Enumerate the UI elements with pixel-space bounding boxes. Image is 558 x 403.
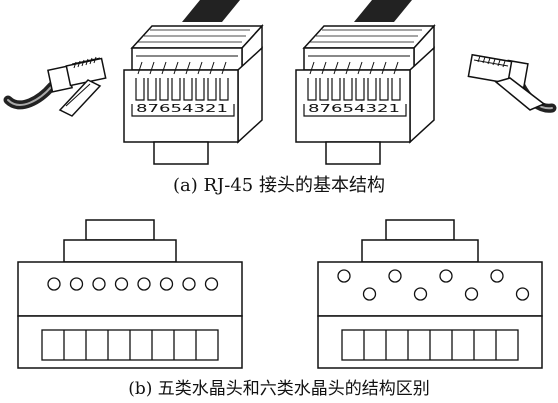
contact-slot [355, 78, 365, 101]
contact-slot [171, 78, 181, 101]
cat6-wire-hole [413, 287, 428, 301]
contact-slot [219, 78, 229, 101]
cat6-circles [337, 269, 530, 301]
contact-slot [379, 78, 389, 101]
plug-1-contact-slots [135, 61, 229, 101]
contact-slot [343, 78, 353, 101]
contact-slot [319, 78, 329, 101]
contact-blade [357, 61, 363, 75]
left-cable-plug [3, 56, 107, 117]
cat5-wire-hole [69, 277, 84, 291]
cat6-plug [317, 219, 543, 369]
contact-blade [209, 61, 215, 75]
contact-blade [197, 61, 203, 75]
cat6-wire-hole [464, 287, 479, 301]
cat5-circles [47, 277, 219, 291]
contact-blade [345, 61, 351, 75]
contact-blade [161, 61, 167, 75]
cat5-wire-hole [182, 277, 196, 291]
cat5-plug [17, 219, 243, 369]
contact-slot [207, 78, 217, 101]
contact-blade [137, 61, 143, 75]
contact-slot [367, 78, 377, 101]
contact-blade [393, 61, 399, 75]
cat5-wire-hole [92, 277, 106, 291]
contact-blade [369, 61, 375, 75]
right-cable-plug [467, 53, 557, 113]
contact-blade [173, 61, 179, 75]
contact-slot [135, 78, 145, 101]
cat6-wire-hole [439, 269, 453, 283]
contact-blade [321, 61, 327, 75]
contact-blade [149, 61, 155, 75]
contact-blade [309, 61, 315, 75]
cat6-wire-hole [388, 269, 402, 283]
cat5-wire-hole [159, 277, 174, 291]
contact-slot [147, 78, 157, 101]
contact-slot [307, 78, 317, 101]
plug-1-pin-numbers: 87654321 [136, 102, 228, 115]
contact-slot [195, 78, 205, 101]
plug-2-pin-numbers: 87654321 [308, 102, 400, 115]
cat6-wire-hole [337, 269, 351, 283]
cat6-wire-hole [362, 287, 377, 301]
contact-slot [183, 78, 193, 101]
contact-blade [333, 61, 339, 75]
large-plug-1: 87654321 [123, 0, 264, 165]
contact-blade [221, 61, 227, 75]
contact-blade [381, 61, 387, 75]
caption-a: (a) RJ-45 接头的基本结构 [173, 175, 385, 196]
contact-blade [185, 61, 191, 75]
contact-slot [391, 78, 401, 101]
cat5-wire-hole [137, 277, 151, 291]
large-plug-2: 87654321 [295, 0, 436, 165]
cat6-contact-slots [341, 329, 519, 361]
cat5-wire-hole [204, 277, 219, 291]
cat6-wire-hole [515, 287, 530, 301]
cat5-wire-hole [114, 277, 129, 291]
caption-b: (b) 五类水晶头和六类水晶头的结构区别 [128, 379, 430, 399]
contact-slot [331, 78, 341, 101]
cat5-contact-slots [41, 329, 219, 361]
cat6-wire-hole [490, 269, 504, 283]
contact-slot [159, 78, 169, 101]
cat5-wire-hole [47, 277, 61, 291]
plug-2-contact-slots [307, 61, 401, 101]
